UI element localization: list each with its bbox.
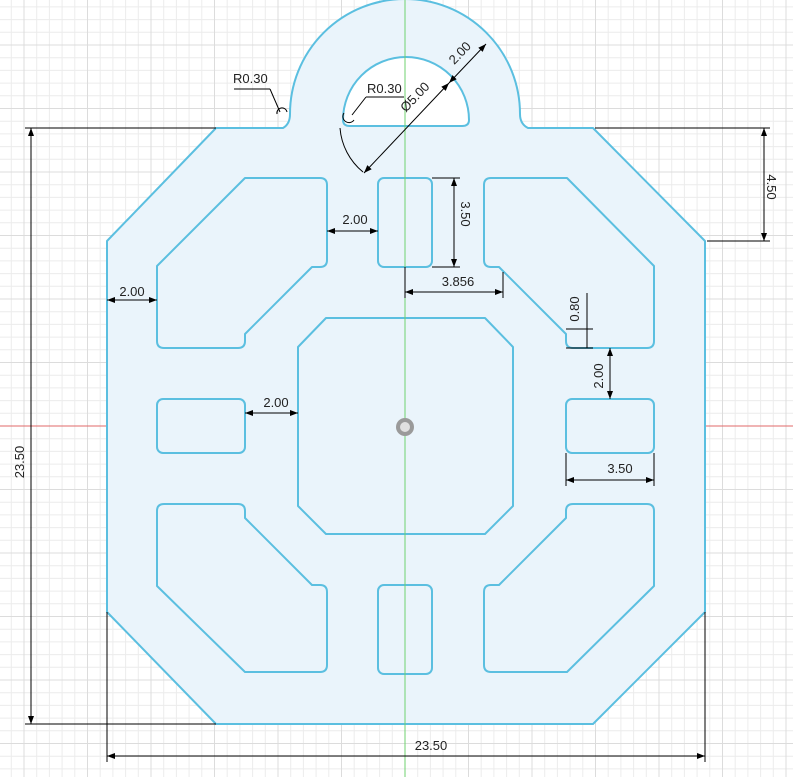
arrowhead: [441, 83, 449, 91]
dim-tab-height[interactable]: 4.50: [595, 127, 779, 242]
dim-fillet-left[interactable]: R0.30: [233, 71, 288, 115]
dim-slot-pitch-top[interactable]: 3.856: [404, 267, 504, 298]
arrowhead: [28, 716, 34, 724]
center-pocket[interactable]: [297, 317, 514, 535]
arrowhead: [646, 477, 654, 483]
arrowhead: [364, 165, 372, 173]
dim-overall-height-text: 23.50: [12, 446, 27, 479]
slot-left[interactable]: [156, 398, 246, 454]
dim-slot-gap-top-text: 2.00: [342, 212, 367, 227]
dim-fillet-hole-text: R0.30: [367, 81, 402, 96]
dim-outer-wall-left-text: 2.00: [119, 284, 144, 299]
dim-tab-height-text: 4.50: [764, 174, 779, 199]
arrowhead: [327, 228, 335, 234]
arrowhead: [107, 753, 115, 759]
dim-wall-right[interactable]: 2.00: [591, 348, 613, 399]
pocket-top-right[interactable]: [483, 177, 655, 349]
arrowhead: [566, 477, 574, 483]
dim-fillet-left-text: R0.30: [233, 71, 268, 86]
arrowhead: [451, 178, 457, 186]
dim-slot-width-right[interactable]: 3.50: [565, 453, 655, 486]
arrowhead: [761, 233, 767, 241]
dim-overall-height[interactable]: 23.50: [12, 127, 216, 725]
dim-overall-width-text: 23.50: [415, 738, 448, 753]
arrowhead: [495, 289, 503, 295]
arrowhead: [370, 228, 378, 234]
dim-slot-pitch-top-text: 3.856: [442, 274, 475, 289]
arrowhead: [28, 128, 34, 136]
dim-gap-left-slot-text: 2.00: [263, 395, 288, 410]
pocket-bottom-left[interactable]: [156, 503, 328, 673]
dim-overall-width[interactable]: 23.50: [106, 612, 706, 762]
dim-slot-width-right-text: 3.50: [607, 461, 632, 476]
arrowhead: [107, 297, 115, 303]
pocket-top-left[interactable]: [156, 177, 328, 349]
dim-small-offset-right[interactable]: 0.80: [566, 293, 593, 349]
arrowhead: [449, 75, 457, 83]
dim-fillet-hole[interactable]: R0.30: [342, 81, 404, 124]
arrowhead: [451, 259, 457, 267]
arrowhead: [697, 753, 705, 759]
arrowhead: [245, 410, 253, 416]
dim-wall-right-text: 2.00: [591, 363, 606, 388]
arrowhead: [290, 410, 298, 416]
dim-slot-height-top-text: 3.50: [458, 201, 473, 226]
origin-point-icon[interactable]: [396, 418, 414, 436]
arrowhead: [478, 44, 486, 52]
arrowhead: [607, 348, 613, 356]
arrowhead: [607, 391, 613, 399]
hanging-hole[interactable]: [342, 56, 470, 127]
dim-small-offset-right-text: 0.80: [567, 296, 582, 321]
arrowhead: [761, 128, 767, 136]
dim-slot-gap-top[interactable]: 2.00: [327, 212, 378, 234]
arrowhead: [405, 289, 413, 295]
pocket-bottom-right[interactable]: [483, 503, 655, 673]
dim-outer-wall-left[interactable]: 2.00: [107, 284, 157, 303]
dim-gap-left-slot[interactable]: 2.00: [245, 395, 298, 416]
arrowhead: [149, 297, 157, 303]
dim-slot-height-top[interactable]: 3.50: [432, 177, 473, 268]
part-outline[interactable]: [106, 0, 706, 725]
